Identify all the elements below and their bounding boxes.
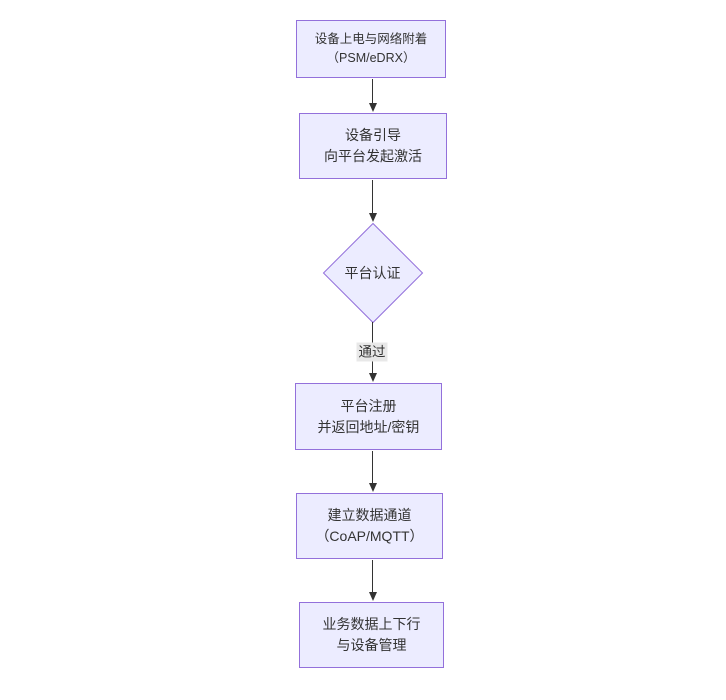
node-label-line: （CoAP/MQTT） — [315, 528, 424, 544]
edge-line — [372, 560, 373, 592]
arrowhead-icon — [368, 373, 377, 382]
node-label-line: 业务数据上下行 — [322, 616, 421, 632]
node-label-line: 建立数据通道 — [327, 507, 412, 523]
node-label-line: 平台认证 — [344, 264, 401, 281]
arrowhead-icon — [368, 483, 377, 492]
edge-connector-2 — [368, 180, 377, 222]
arrowhead-icon — [368, 592, 377, 601]
arrowhead-icon — [368, 213, 377, 222]
node-label-line: 设备引导 — [345, 127, 401, 143]
node-label-line: 设备上电与网络附着 — [314, 32, 428, 46]
edge-connector-4 — [368, 451, 377, 492]
flow-node-business-mgmt: 业务数据上下行 与设备管理 — [299, 602, 444, 668]
edge-line — [372, 451, 373, 483]
edge-connector-1 — [368, 79, 377, 112]
node-label-line: 并返回地址/密钥 — [317, 418, 420, 435]
node-label-line: 与设备管理 — [336, 637, 407, 653]
flow-node-bootstrap-activate: 设备引导 向平台发起激活 — [299, 113, 447, 179]
node-label-line: 平台注册 — [340, 397, 397, 414]
flow-node-platform-register: 平台注册 并返回地址/密钥 — [295, 383, 442, 450]
node-label-line: 向平台发起激活 — [324, 148, 422, 164]
flow-node-power-attach: 设备上电与网络附着 （PSM/eDRX） — [296, 20, 446, 78]
edge-label-pass: 通过 — [356, 342, 388, 362]
flow-node-data-channel: 建立数据通道 （CoAP/MQTT） — [296, 493, 443, 559]
arrowhead-icon — [368, 103, 377, 112]
node-label-line: （PSM/eDRX） — [326, 51, 416, 65]
edge-connector-5 — [368, 560, 377, 601]
edge-line — [372, 180, 373, 213]
edge-line — [372, 79, 373, 103]
flow-node-platform-auth: 平台认证 — [322, 222, 423, 323]
